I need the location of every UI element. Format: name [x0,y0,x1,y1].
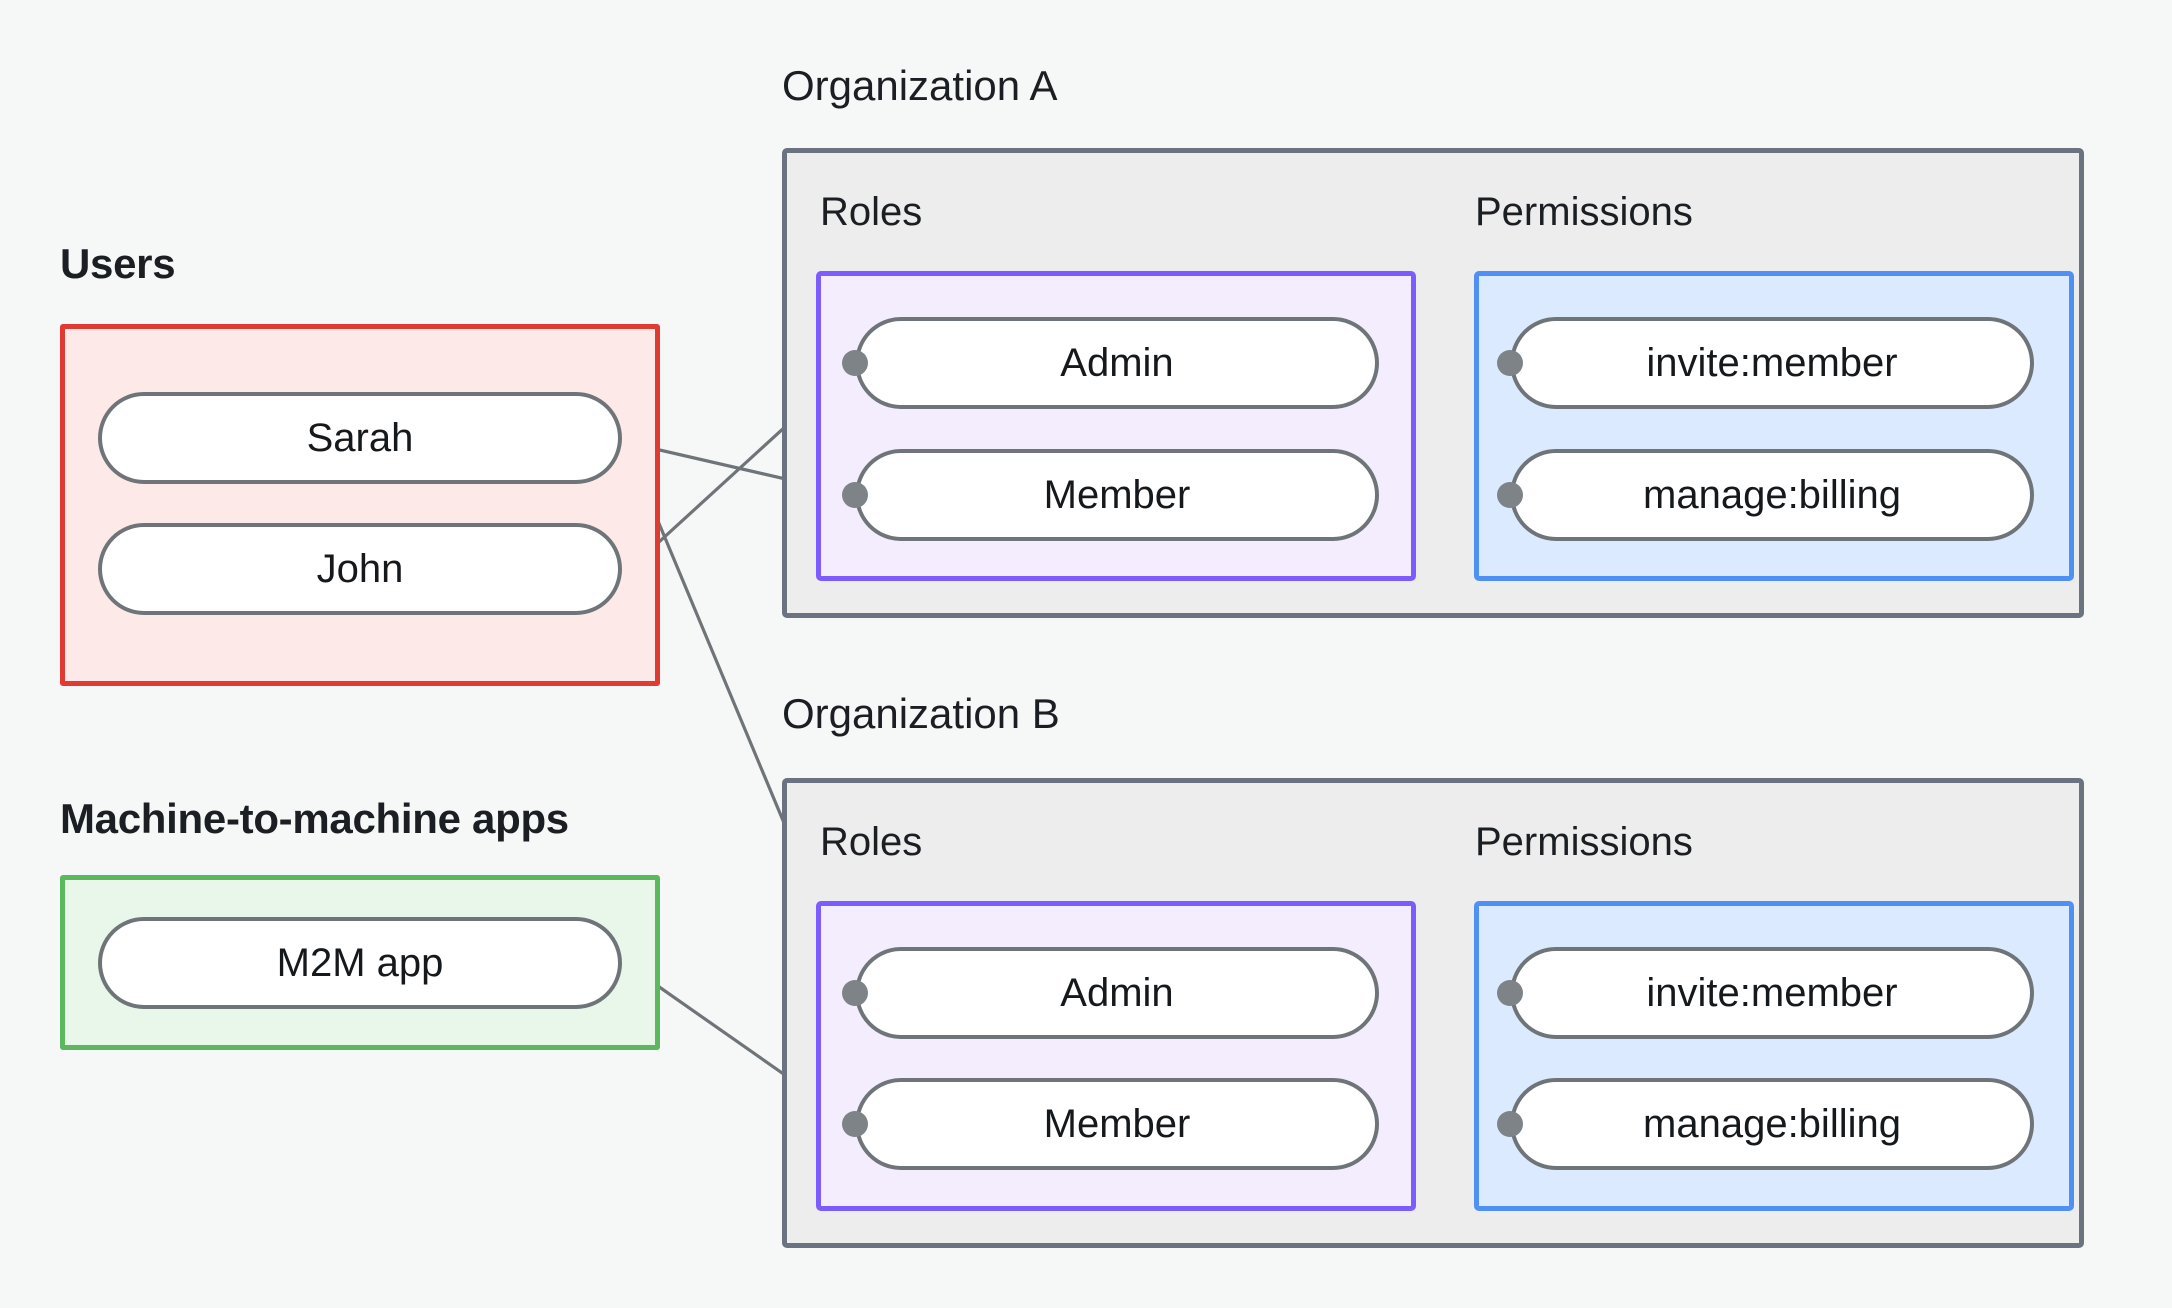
org-b-permission-manage-billing[interactable]: manage:billing [1510,1078,2034,1170]
org-b-permission-invite-member[interactable]: invite:member [1510,947,2034,1039]
org-a-permissions-title: Permissions [1475,190,1693,234]
org-a-role-member[interactable]: Member [855,449,1379,541]
m2m-node-app[interactable]: M2M app [98,917,622,1009]
org-b-role-member-label: Member [1043,1101,1191,1146]
org-b-role-admin[interactable]: Admin [855,947,1379,1039]
org-a-title: Organization A [782,62,1058,109]
m2m-group-label: Machine-to-machine apps [60,795,569,842]
org-a-permission-manage-billing-label: manage:billing [1643,472,1901,517]
user-node-john-label: John [316,546,404,591]
m2m-node-app-label: M2M app [276,940,444,985]
org-a-roles-title: Roles [820,190,923,234]
user-node-sarah-label: Sarah [306,415,414,460]
org-a-permission-manage-billing[interactable]: manage:billing [1510,449,2034,541]
org-a-role-admin-label: Admin [1060,340,1174,385]
org-a-role-admin[interactable]: Admin [855,317,1379,409]
users-group-label: Users [60,240,176,287]
org-b-role-member[interactable]: Member [855,1078,1379,1170]
org-a-permission-invite-member-label: invite:member [1646,340,1898,385]
org-a-permission-invite-member[interactable]: invite:member [1510,317,2034,409]
org-b-role-admin-label: Admin [1060,970,1174,1015]
org-b-permission-manage-billing-label: manage:billing [1643,1101,1901,1146]
org-b-permissions-title: Permissions [1475,820,1693,864]
user-node-sarah[interactable]: Sarah [98,392,622,484]
user-node-john[interactable]: John [98,523,622,615]
org-a-role-member-label: Member [1043,472,1191,517]
org-b-title: Organization B [782,690,1060,737]
org-b-permission-invite-member-label: invite:member [1646,970,1898,1015]
org-b-roles-title: Roles [820,820,923,864]
users-container [60,324,660,686]
